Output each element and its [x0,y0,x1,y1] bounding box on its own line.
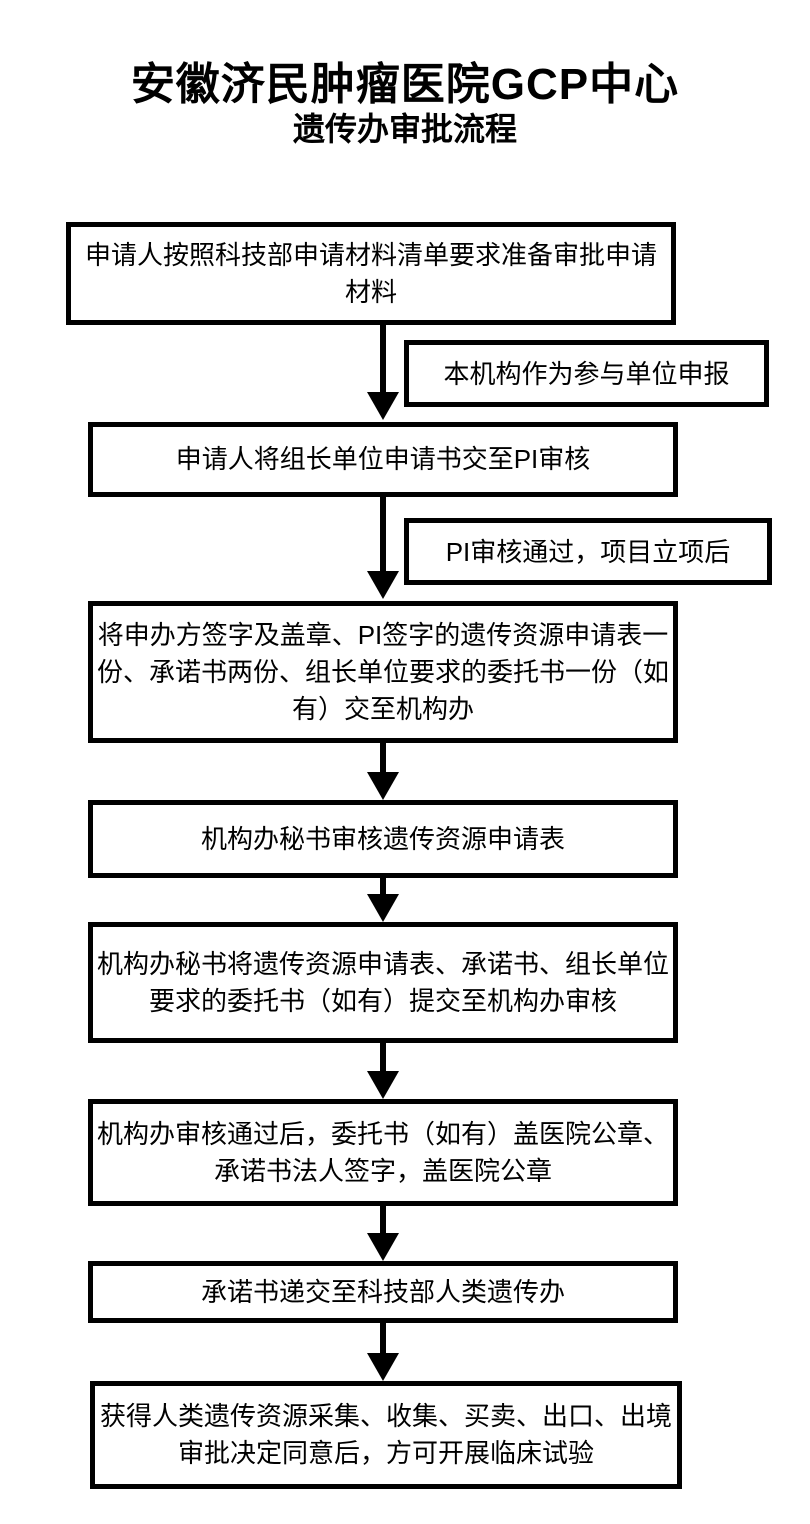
arrow-shaft [380,325,386,392]
connector-2 [367,497,399,599]
arrow-down-icon [367,1233,399,1261]
arrow-down-icon [367,1071,399,1099]
flow-step-secretary-review: 机构办秘书审核遗传资源申请表 [88,800,678,878]
page-subtitle: 遗传办审批流程 [292,111,517,147]
arrow-down-icon [367,571,399,599]
flow-step-submit-to-office: 机构办秘书将遗传资源申请表、承诺书、组长单位要求的委托书（如有）提交至机构办审核 [88,922,678,1043]
arrow-shaft [380,497,386,571]
arrow-shaft [380,878,386,894]
arrow-shaft [380,743,386,772]
arrow-shaft [380,1043,386,1071]
arrow-shaft [380,1206,386,1233]
flow-step-deliver-to-most: 承诺书递交至科技部人类遗传办 [88,1261,678,1323]
flow-step-pi-review: 申请人将组长单位申请书交至PI审核 [88,422,678,497]
connector-1 [367,325,399,420]
flow-step-prepare-materials: 申请人按照科技部申请材料清单要求准备审批申请材料 [66,222,676,325]
connector-7 [367,1323,399,1381]
flow-step-office-approved-seals: 机构办审核通过后，委托书（如有）盖医院公章、承诺书法人签字，盖医院公章 [88,1099,678,1206]
side-note-participating-unit: 本机构作为参与单位申报 [404,340,769,407]
connector-6 [367,1206,399,1261]
arrow-down-icon [367,772,399,800]
arrow-shaft [380,1323,386,1353]
arrow-down-icon [367,894,399,922]
arrow-down-icon [367,392,399,420]
connector-5 [367,1043,399,1099]
side-note-pi-approved: PI审核通过，项目立项后 [404,518,772,585]
connector-4 [367,878,399,922]
flow-step-submit-signed-forms: 将申办方签字及盖章、PI签字的遗传资源申请表一份、承诺书两份、组长单位要求的委托… [88,601,678,743]
arrow-down-icon [367,1353,399,1381]
page-title: 安徽济民肿瘤医院GCP中心 [130,60,680,109]
flow-step-approval-granted: 获得人类遗传资源采集、收集、买卖、出口、出境审批决定同意后，方可开展临床试验 [90,1381,682,1489]
connector-3 [367,743,399,800]
